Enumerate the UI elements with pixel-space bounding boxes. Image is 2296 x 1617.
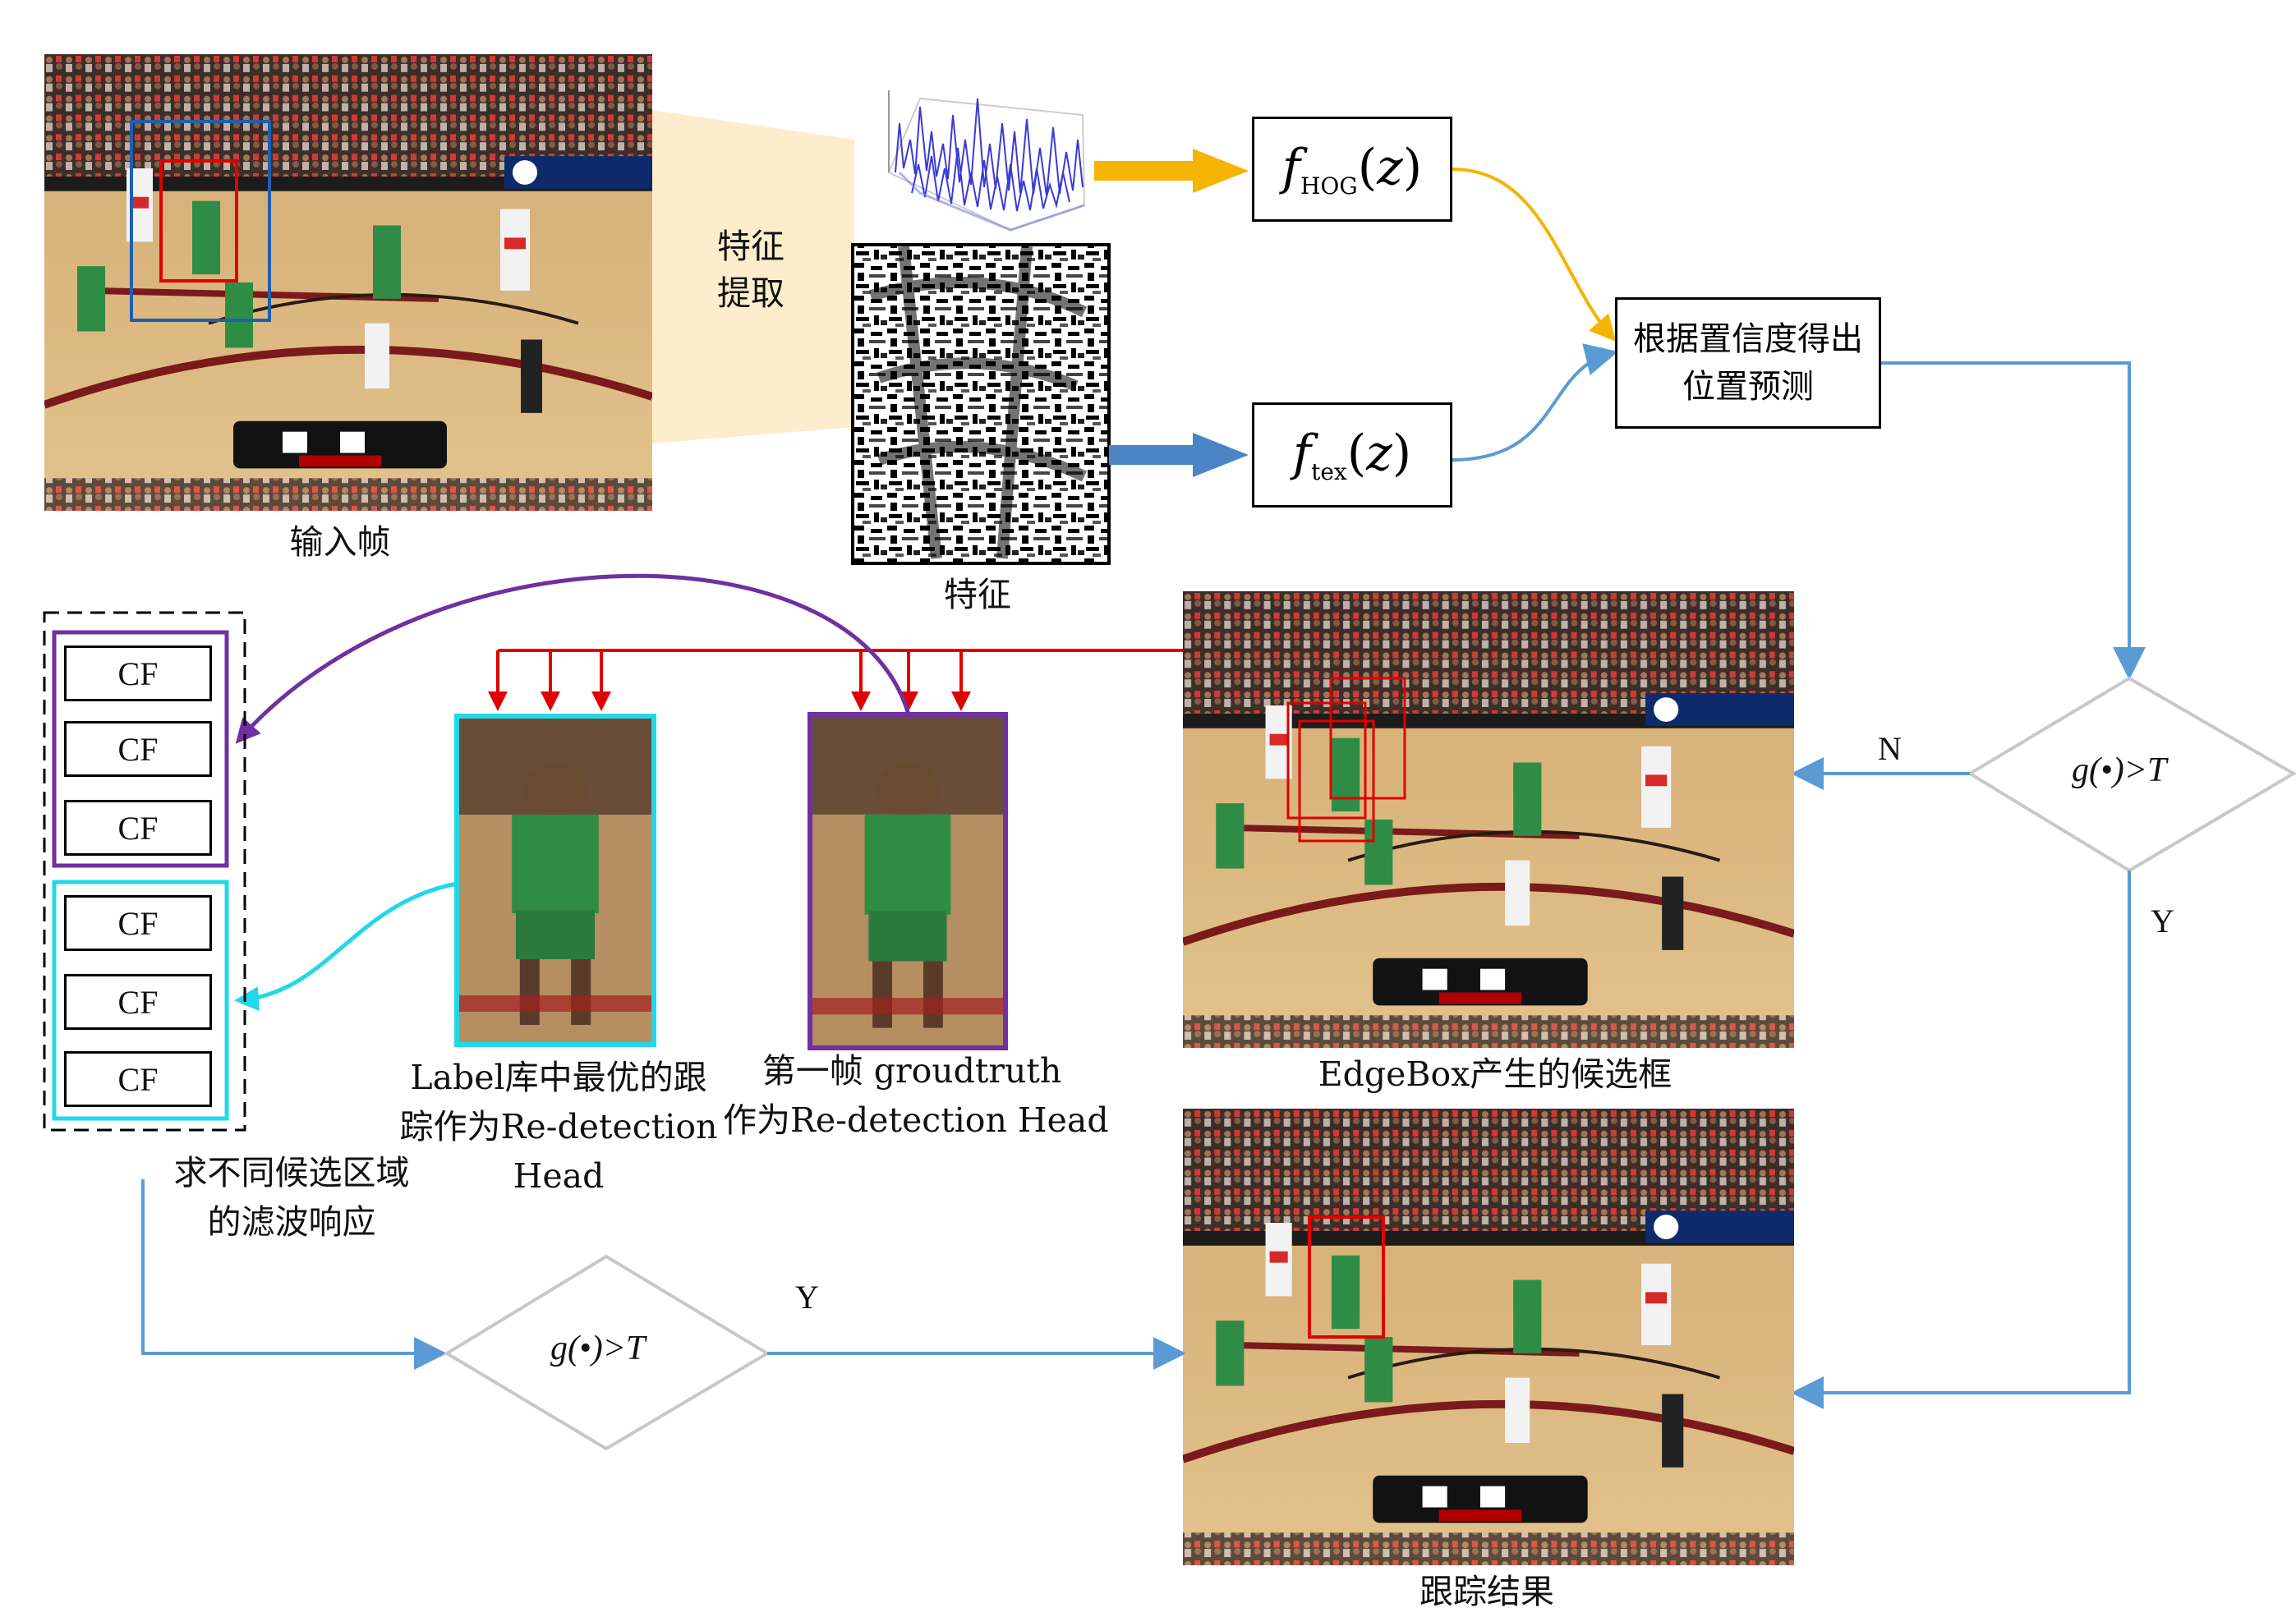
first-frame-caption: 第一帧 groudtruth 作为Re-detection Head [723, 1046, 1109, 1145]
cf-box-3: CF [64, 800, 212, 856]
yes-label-right: Y [2151, 903, 2174, 939]
edgebox-image [1183, 591, 1794, 1048]
cf-outer-dashed-box [43, 611, 246, 1132]
f-tex-box: ftex(z) [1252, 402, 1452, 508]
feature-caption: 特征 [944, 575, 1011, 614]
feature-extraction-label: 特征 提取 [702, 223, 800, 317]
predict-to-decision-line [1881, 361, 2146, 680]
f-tex-symbol: f [1292, 425, 1312, 482]
cf-group-purple [52, 630, 229, 868]
edgebox-caption: EdgeBox产生的候选框 [1318, 1054, 1673, 1094]
f-hog-argument: z [1377, 139, 1403, 196]
label-library-line-3: Head [513, 1156, 605, 1196]
texture-feature-image [851, 243, 1111, 565]
yes-label-left: Y [795, 1279, 819, 1316]
hog-arrow [1094, 149, 1249, 193]
no-label: N [1878, 730, 1902, 767]
decision-label-right: g(•)>T [2072, 751, 2167, 789]
label-library-line-2: 踪作为Re-detection [399, 1107, 718, 1146]
filter-response-line-2: 的滤波响应 [207, 1202, 376, 1242]
tracking-result-caption: 跟踪结果 [1419, 1572, 1554, 1611]
filter-response-caption: 求不同候选区域 的滤波响应 [140, 1148, 444, 1247]
f-hog-subscript: HOG [1300, 172, 1358, 200]
input-frame-image [44, 54, 652, 511]
cf-group-cyan [52, 880, 229, 1121]
predict-line-2: 位置预测 [1682, 368, 1814, 406]
cf-box-5: CF [64, 974, 212, 1030]
hog-surface-plot [887, 90, 1086, 232]
input-frame-caption: 输入帧 [289, 522, 391, 562]
purple-curve-arrow [235, 573, 911, 744]
tracking-result-image [1183, 1109, 1794, 1565]
f-tex-subscript: tex [1311, 458, 1347, 485]
predict-line-1: 根据置信度得出 [1633, 320, 1863, 358]
cf-box-6: CF [64, 1051, 212, 1107]
label-library-caption: Label库中最优的跟 踪作为Re-detection Head [386, 1053, 731, 1201]
decision-label-left: g(•)>T [550, 1330, 646, 1367]
decision-diamond-left [444, 1254, 771, 1451]
first-frame-line-1: 第一帧 groudtruth [761, 1051, 1062, 1091]
cyan-curve-arrow [234, 881, 458, 1012]
label-library-line-1: Label库中最优的跟 [410, 1058, 707, 1097]
f-hog-box: fHOG(z) [1252, 117, 1452, 222]
label-library-crop [454, 714, 656, 1047]
tex-to-predict-curve [1452, 343, 1618, 462]
cf-box-2: CF [64, 721, 212, 777]
feature-extraction-wedge [652, 110, 854, 443]
feature-extraction-line-1: 特征 [717, 227, 785, 266]
red-distribution-arrows [488, 649, 1183, 711]
tex-arrow [1109, 433, 1249, 477]
yes-arrow-right [1791, 871, 2131, 1409]
cf-box-4: CF [64, 895, 212, 951]
cf-box-1: CF [64, 645, 212, 701]
cf-to-decision-line [141, 1179, 447, 1370]
first-frame-line-2: 作为Re-detection Head [723, 1100, 1109, 1140]
f-tex-argument: z [1366, 425, 1392, 482]
position-predict-box: 根据置信度得出 位置预测 [1615, 297, 1881, 429]
first-frame-crop [808, 712, 1008, 1050]
hog-to-predict-curve [1452, 168, 1617, 342]
filter-response-line-1: 求不同候选区域 [173, 1153, 410, 1192]
feature-extraction-line-2: 提取 [717, 273, 785, 313]
f-hog-symbol: f [1281, 139, 1300, 196]
